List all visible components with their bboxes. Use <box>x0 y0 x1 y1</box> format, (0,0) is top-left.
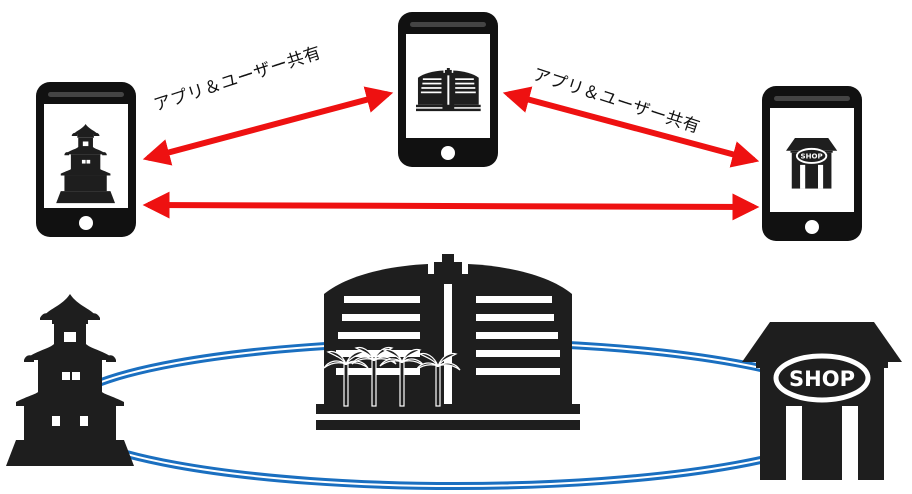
shop-sign-text: SHOP <box>789 367 855 391</box>
hotel-phone <box>398 12 498 167</box>
shop-icon: SHOP <box>786 138 838 189</box>
castle-phone <box>36 82 136 237</box>
castle-icon <box>56 124 116 204</box>
arrow-castle-shop <box>142 191 760 221</box>
arrow-hotel-shop <box>502 86 760 168</box>
castle-illustration <box>6 294 134 466</box>
shop-icon-sign-text: SHOP <box>801 151 823 160</box>
arrow-castle-hotel <box>142 86 394 166</box>
shop-illustration: SHOP <box>742 322 902 480</box>
shop-phone: SHOP <box>762 86 862 241</box>
hotel-icon <box>416 68 481 112</box>
hotel-illustration <box>316 254 580 430</box>
